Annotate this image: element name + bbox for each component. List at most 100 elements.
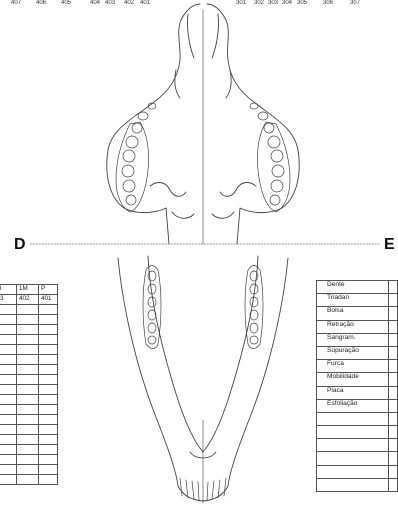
table-cell[interactable] (0, 355, 17, 365)
table-cell[interactable] (0, 375, 17, 385)
table-row (0, 345, 58, 355)
table-cell[interactable] (39, 365, 58, 375)
table-cell[interactable] (17, 365, 39, 375)
table-cell[interactable] (39, 315, 58, 325)
table-row: Furca (317, 360, 398, 373)
table-cell[interactable] (388, 373, 397, 386)
table-cell[interactable] (388, 399, 397, 412)
table-cell[interactable] (39, 385, 58, 395)
table-cell[interactable] (0, 435, 17, 445)
table-row (0, 445, 58, 455)
table-row (0, 405, 58, 415)
table-cell[interactable] (39, 375, 58, 385)
table-cell[interactable] (317, 465, 389, 478)
table-cell[interactable] (17, 305, 39, 315)
table-cell[interactable] (0, 425, 17, 435)
table-cell[interactable] (17, 415, 39, 425)
table-cell: 3 (0, 295, 17, 305)
table-cell[interactable] (388, 281, 397, 294)
table-cell[interactable] (17, 425, 39, 435)
table-cell[interactable] (17, 355, 39, 365)
table-row: Retração (317, 320, 398, 333)
table-cell[interactable] (388, 360, 397, 373)
table-cell[interactable] (17, 445, 39, 455)
table-cell[interactable] (39, 325, 58, 335)
table-cell: 1M (17, 285, 39, 295)
table-cell[interactable] (388, 294, 397, 307)
table-cell[interactable] (0, 365, 17, 375)
table-row (0, 465, 58, 475)
table-row: Esfoliação (317, 399, 398, 412)
row-label: Dente (317, 281, 389, 294)
table-cell[interactable] (17, 325, 39, 335)
row-label: Sangram. (317, 333, 389, 346)
table-cell[interactable] (317, 426, 389, 439)
table-cell[interactable] (39, 445, 58, 455)
row-label: Bolsa (317, 307, 389, 320)
table-cell[interactable] (39, 475, 58, 485)
side-label-right: D (14, 236, 26, 254)
table-cell[interactable] (388, 439, 397, 452)
table-cell[interactable] (0, 455, 17, 465)
table-cell[interactable] (317, 478, 389, 491)
side-label-left: E (384, 236, 395, 254)
table-cell[interactable] (39, 415, 58, 425)
table-cell[interactable] (0, 475, 17, 485)
table-cell[interactable] (17, 395, 39, 405)
table-cell[interactable] (388, 320, 397, 333)
table-cell[interactable] (0, 465, 17, 475)
table-cell[interactable] (388, 307, 397, 320)
table-cell[interactable] (17, 405, 39, 415)
table-cell[interactable] (0, 405, 17, 415)
table-cell[interactable] (39, 465, 58, 475)
table-row (0, 395, 58, 405)
table-cell[interactable] (0, 315, 17, 325)
table-cell[interactable] (0, 305, 17, 315)
table-cell[interactable] (17, 455, 39, 465)
table-cell[interactable] (0, 335, 17, 345)
table-cell[interactable] (39, 455, 58, 465)
table-cell[interactable] (17, 475, 39, 485)
table-cell[interactable] (388, 412, 397, 425)
table-row (0, 325, 58, 335)
maxilla-outline (207, 4, 299, 244)
table-cell[interactable] (39, 355, 58, 365)
table-cell[interactable] (0, 415, 17, 425)
table-row (317, 465, 398, 478)
table-cell[interactable] (388, 465, 397, 478)
table-cell[interactable] (388, 333, 397, 346)
table-cell[interactable] (39, 405, 58, 415)
table-row (0, 475, 58, 485)
table-cell: P (39, 285, 58, 295)
table-cell[interactable] (388, 386, 397, 399)
table-cell[interactable] (0, 325, 17, 335)
table-cell[interactable] (39, 345, 58, 355)
table-cell[interactable] (17, 335, 39, 345)
table-cell[interactable] (17, 435, 39, 445)
table-cell[interactable] (17, 345, 39, 355)
table-cell[interactable] (17, 465, 39, 475)
table-cell[interactable] (17, 315, 39, 325)
table-cell[interactable] (0, 345, 17, 355)
table-cell[interactable] (39, 425, 58, 435)
table-cell[interactable] (39, 435, 58, 445)
table-cell[interactable] (317, 439, 389, 452)
table-cell[interactable] (388, 478, 397, 491)
table-cell[interactable] (39, 335, 58, 345)
table-cell[interactable] (39, 305, 58, 315)
table-cell[interactable] (17, 375, 39, 385)
table-cell: l (0, 285, 17, 295)
table-cell[interactable] (0, 385, 17, 395)
table-cell[interactable] (17, 385, 39, 395)
table-row (0, 375, 58, 385)
row-label: Esfoliação (317, 399, 389, 412)
table-cell[interactable] (39, 395, 58, 405)
table-cell[interactable] (317, 452, 389, 465)
table-cell[interactable] (388, 452, 397, 465)
table-cell[interactable] (388, 346, 397, 359)
table-cell[interactable] (317, 412, 389, 425)
table-row (0, 385, 58, 395)
table-cell[interactable] (0, 445, 17, 455)
table-cell[interactable] (0, 395, 17, 405)
table-cell[interactable] (388, 426, 397, 439)
